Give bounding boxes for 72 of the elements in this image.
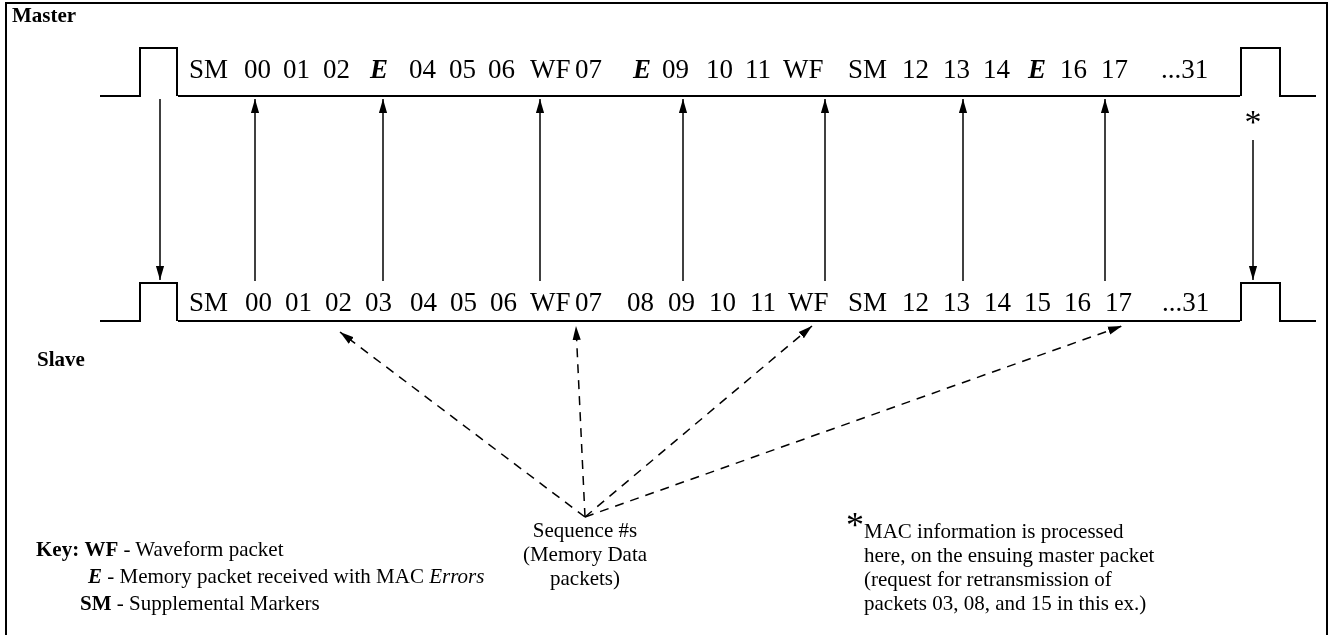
- clock-pulse: [100, 46, 178, 97]
- packet-label: 07: [575, 54, 602, 84]
- asterisk-mark: *: [1242, 106, 1264, 138]
- packet-label: ...31: [1161, 54, 1209, 84]
- packet-label: 11: [750, 287, 776, 317]
- packet-label: 09: [668, 287, 695, 317]
- clock-pulse: [1240, 281, 1316, 322]
- packet-label: 03: [365, 287, 392, 317]
- packet-label: 04: [409, 54, 436, 84]
- arrow: [678, 98, 688, 282]
- packet-label: 05: [450, 287, 477, 317]
- packet-label: 14: [984, 287, 1011, 317]
- arrow: [958, 98, 968, 282]
- key-entry: Key: WF - Waveform packet: [36, 537, 284, 561]
- packet-label: 08: [627, 287, 654, 317]
- packet-label: 15: [1024, 287, 1051, 317]
- packet-label: 00: [244, 54, 271, 84]
- packet-label: WF: [530, 287, 571, 317]
- packet-label: WF: [788, 287, 829, 317]
- packet-label: ...31: [1162, 287, 1210, 317]
- clock-pulse: [100, 281, 178, 322]
- packet-label: 09: [662, 54, 689, 84]
- packet-label: 10: [706, 54, 733, 84]
- arrow: [155, 98, 165, 281]
- packet-label: 06: [490, 287, 517, 317]
- packet-label: 12: [902, 54, 929, 84]
- asterisk-mark: *: [846, 508, 864, 542]
- packet-label: 01: [283, 54, 310, 84]
- row-label: Slave: [37, 347, 85, 371]
- packet-label: 02: [325, 287, 352, 317]
- packet-label: WF: [783, 54, 824, 84]
- packet-label: E: [1028, 54, 1046, 84]
- arrow: [1248, 139, 1258, 281]
- arrow: [378, 98, 388, 282]
- key-entry: SM - Supplemental Markers: [80, 591, 320, 615]
- row-label: Master: [12, 3, 77, 27]
- packet-label: 14: [983, 54, 1010, 84]
- packet-label: SM: [189, 287, 229, 317]
- packet-label: 07: [575, 287, 602, 317]
- packet-label: 11: [745, 54, 771, 84]
- packet-label: 16: [1060, 54, 1087, 84]
- packet-label: 10: [709, 287, 736, 317]
- packet-label: 00: [245, 287, 272, 317]
- arrow: [820, 98, 830, 282]
- packet-label: 16: [1064, 287, 1091, 317]
- arrow: [535, 98, 545, 282]
- packet-label: 13: [943, 54, 970, 84]
- leader-arrow: [572, 325, 586, 518]
- arrow: [250, 98, 260, 282]
- packet-label: 12: [902, 287, 929, 317]
- packet-label: E: [633, 54, 651, 84]
- leader-arrow: [584, 325, 1123, 518]
- packet-label: 01: [285, 287, 312, 317]
- packet-label: 05: [449, 54, 476, 84]
- sequence-note: Sequence #s (Memory Data packets): [500, 518, 670, 590]
- footnote-text: MAC information is processed here, on the ensuing master packet (request for retransmission of packets 03, 08, and 15 in this ex.): [864, 519, 1156, 615]
- leader-arrow: [584, 325, 813, 518]
- packet-label: WF: [530, 54, 571, 84]
- packet-label: SM: [189, 54, 229, 84]
- packet-label: 17: [1101, 54, 1128, 84]
- packet-label: 13: [943, 287, 970, 317]
- leader-arrow: [339, 331, 586, 518]
- arrow: [1100, 98, 1110, 282]
- packet-label: SM: [848, 287, 888, 317]
- packet-label: 04: [410, 287, 437, 317]
- clock-pulse: [1240, 46, 1316, 97]
- key-entry: E - Memory packet received with MAC Errors: [88, 564, 485, 588]
- packet-label: SM: [848, 54, 888, 84]
- packet-label: 06: [488, 54, 515, 84]
- packet-label: 17: [1105, 287, 1132, 317]
- packet-label: E: [370, 54, 388, 84]
- packet-label: 02: [323, 54, 350, 84]
